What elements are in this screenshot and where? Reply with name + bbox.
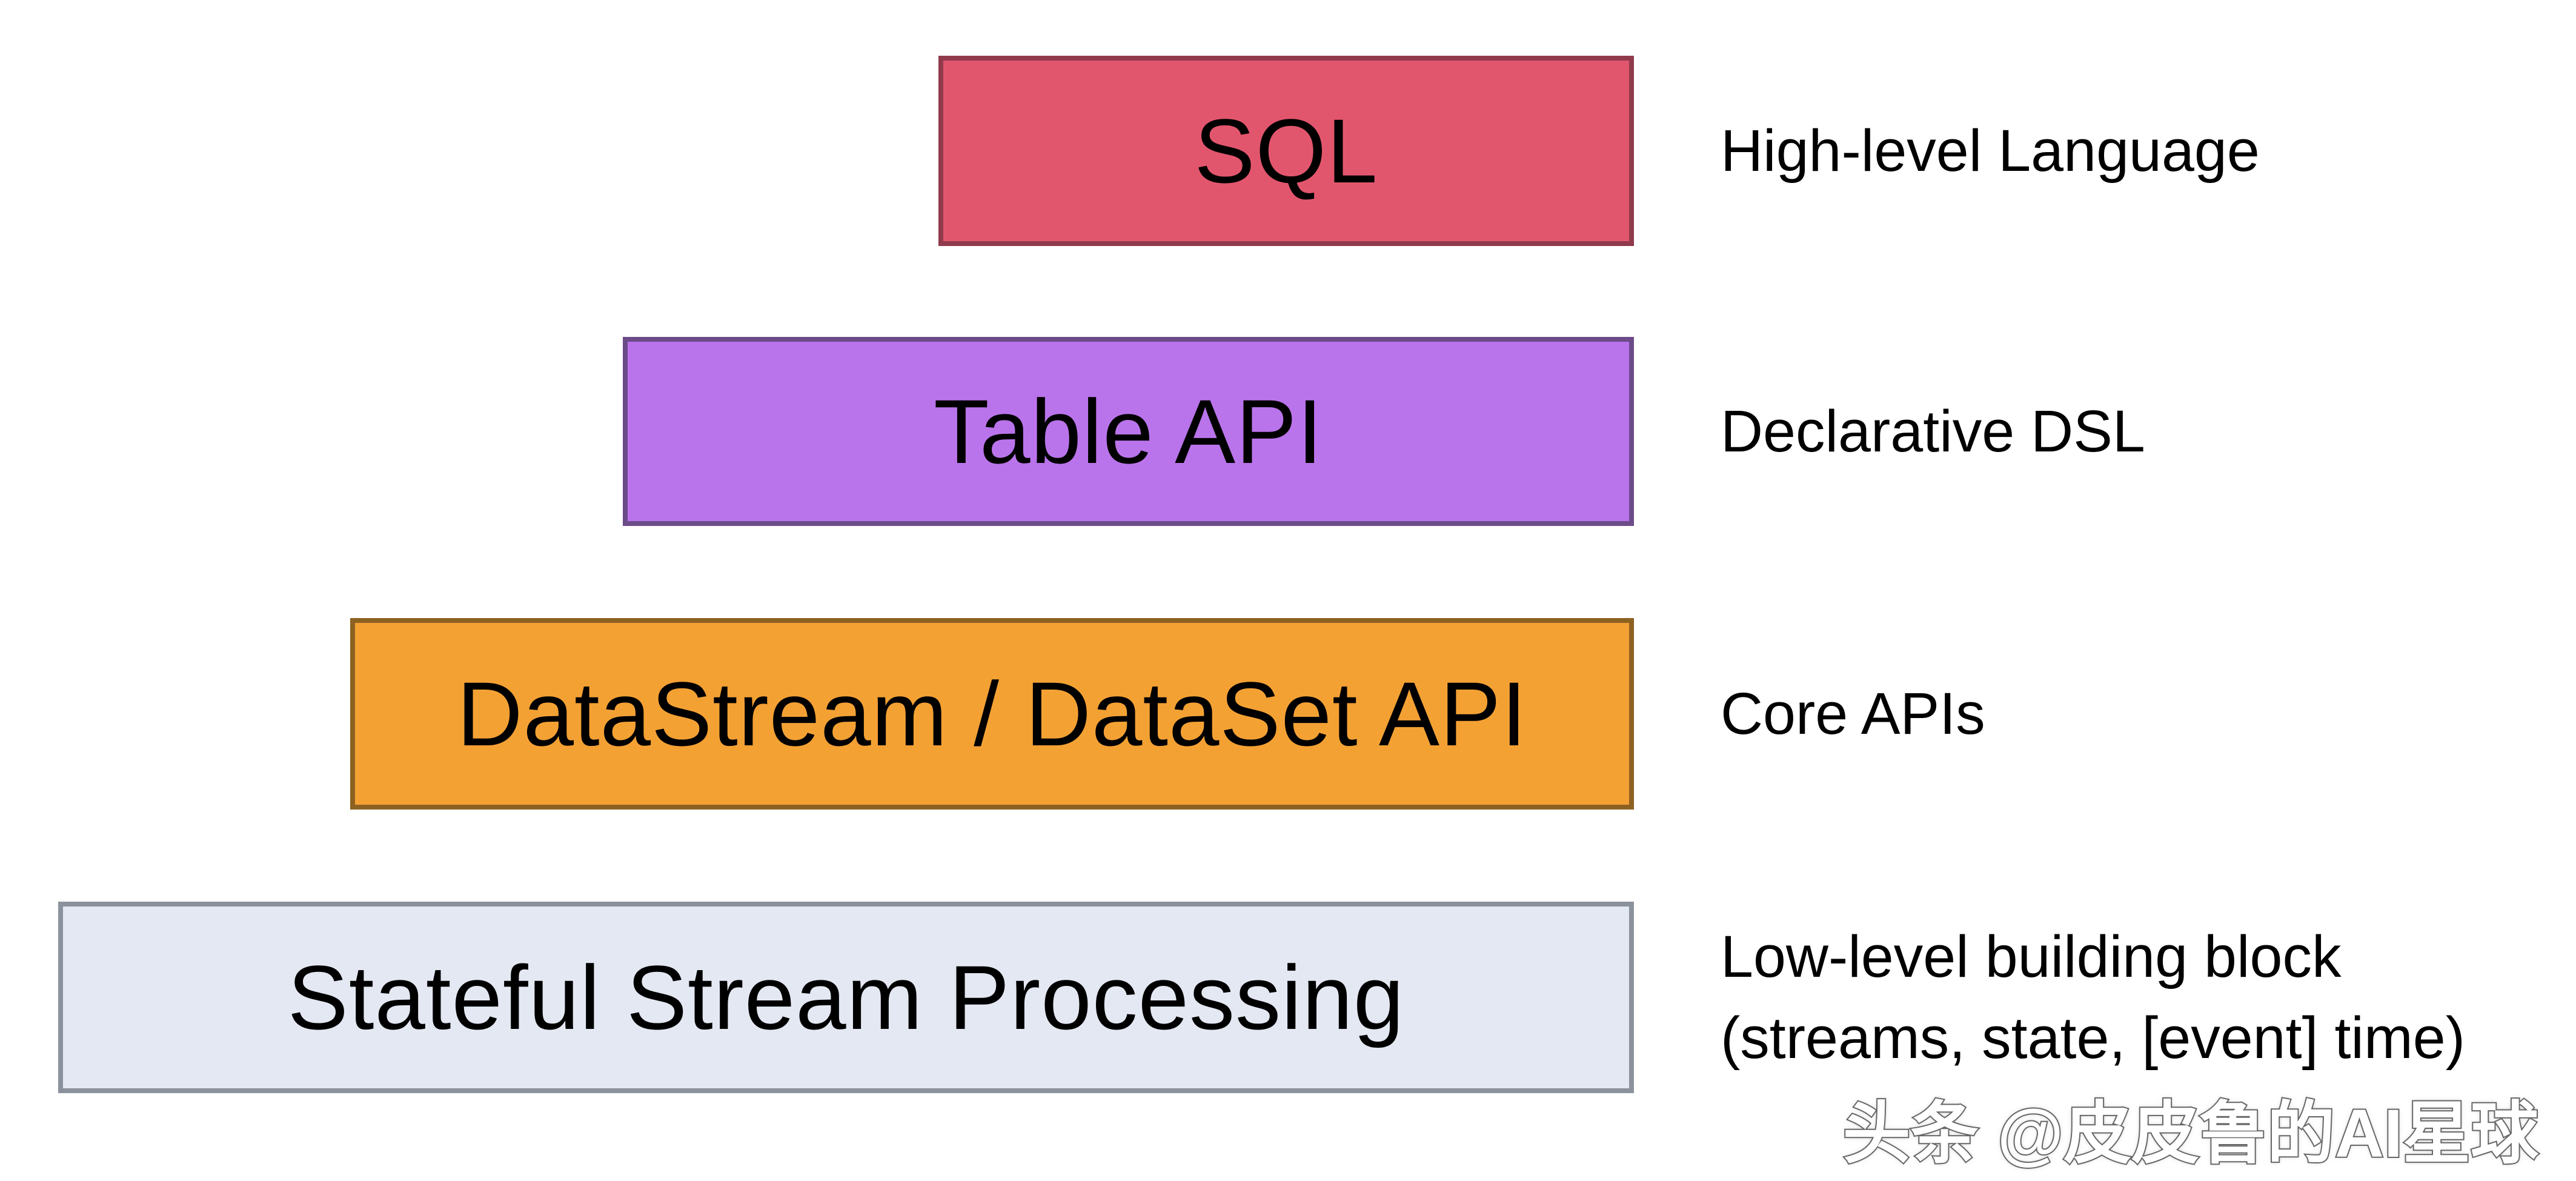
annotation-declarative-dsl: Declarative DSL	[1721, 398, 2145, 465]
annotation-high-level-language: High-level Language	[1721, 118, 2260, 184]
annotation-low-level-building-block: Low-level building block (streams, state…	[1721, 923, 2466, 1071]
layer-box-stateful-stream-processing: Stateful Stream Processing	[58, 902, 1634, 1093]
watermark-toutiao-author: 头条 @皮皮鲁的AI星球	[1842, 1094, 2540, 1173]
layer-label-sql: SQL	[1194, 99, 1378, 202]
annotation-core-apis: Core APIs	[1721, 680, 1985, 747]
layer-label-table-api: Table API	[934, 380, 1323, 482]
layer-box-sql: SQL	[938, 56, 1634, 246]
layer-box-datastream-dataset-api: DataStream / DataSet API	[350, 618, 1634, 810]
layer-label-stateful-stream-processing: Stateful Stream Processing	[287, 946, 1405, 1048]
layer-label-datastream-dataset-api: DataStream / DataSet API	[457, 662, 1527, 765]
layer-box-table-api: Table API	[623, 337, 1634, 526]
